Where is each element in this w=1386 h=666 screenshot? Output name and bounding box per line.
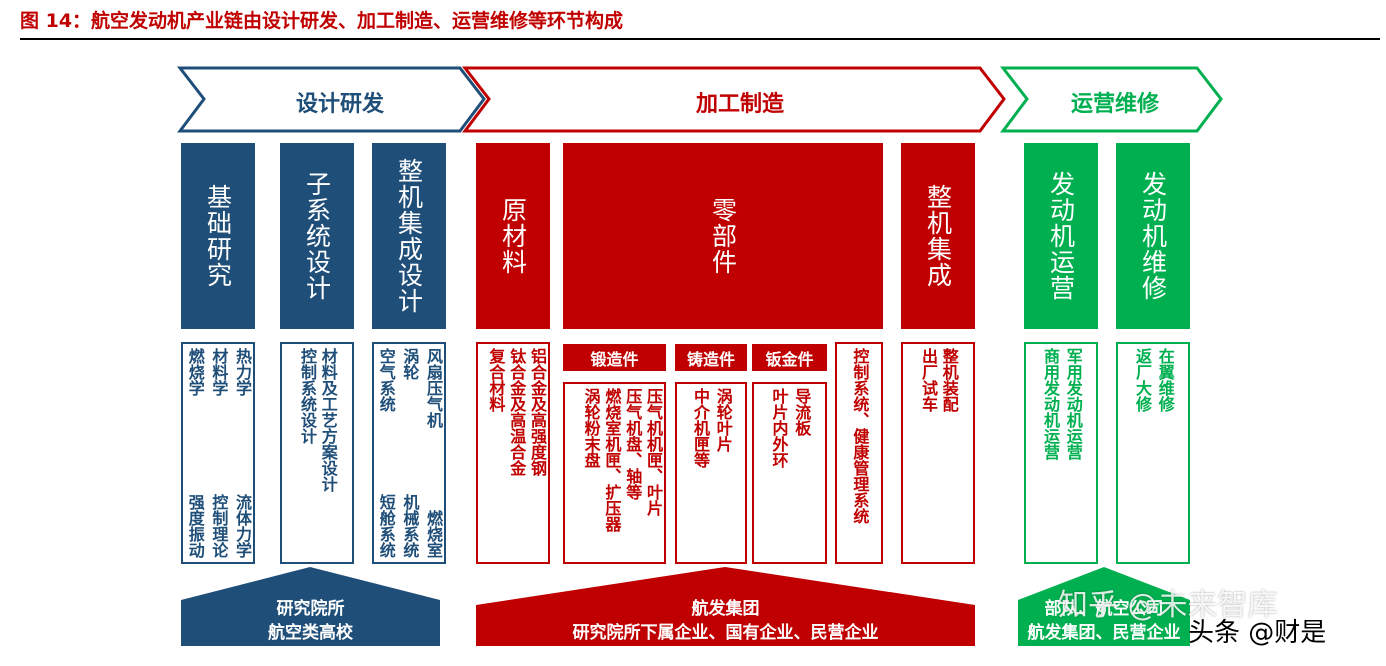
integration-design-detail-left: 空气系统 短舱系统: [376, 348, 396, 558]
basic-research-detail-middle: 材料学 控制理论: [209, 348, 229, 558]
detail-text: 控制理论: [209, 494, 229, 558]
integration-design-detail-right: 风扇压气机 燃烧室: [423, 348, 443, 558]
detail-text: 控制系统设计: [298, 348, 317, 444]
detail-text: 出厂试车: [919, 348, 938, 412]
raw-materials-detail-box: 铝合金及高强度钢 钛合金及高温合金 复合材料: [476, 342, 550, 564]
basic-research-detail-right: 热力学 流体力学: [232, 348, 252, 558]
detail-text: 军用发动机运营: [1063, 348, 1083, 460]
detail-text: 中介机匣等: [691, 388, 710, 468]
manufacturing-base-label: 航发集团 研究院所下属企业、国有企业、民营企业: [476, 597, 975, 645]
basic-research-detail-box: 热力学 流体力学 材料学 控制理论 燃烧学 强度振动: [181, 342, 255, 564]
forgings-header: 锻造件: [563, 344, 666, 371]
column-engine-maintenance: 发动机维修: [1116, 143, 1190, 329]
column-engine-operation: 发动机运营: [1024, 143, 1098, 329]
design-base: [181, 567, 440, 646]
figure-title: 图 14：航空发动机产业链由设计研发、加工制造、运营维修等环节构成: [20, 10, 624, 32]
column-components: 零部件: [563, 143, 883, 329]
base-line: 部队、航空公司: [1044, 599, 1164, 619]
title-divider: [20, 38, 1380, 40]
column-subsystem-design: 子系统设计: [280, 143, 354, 329]
column-subsystem-design-label: 子系统设计: [302, 171, 332, 301]
integration-design-detail-middle: 涡轮 机械系统: [400, 348, 420, 558]
detail-text: 压气机机匣、叶片: [644, 388, 663, 516]
detail-text: 商用发动机运营: [1041, 348, 1060, 460]
detail-text: 材料学: [209, 348, 229, 396]
column-engine-maintenance-label: 发动机维修: [1138, 171, 1168, 301]
column-integration-label: 整机集成: [923, 184, 953, 288]
detail-text: 涡轮: [400, 348, 420, 380]
base-line: 研究院所: [276, 599, 345, 619]
column-raw-materials: 原材料: [476, 143, 550, 329]
detail-text: 在翼维修: [1155, 348, 1175, 412]
detail-text: 强度振动: [185, 494, 205, 558]
detail-text: 压气机盘、轴等: [623, 388, 643, 500]
detail-text: 整机装配: [939, 348, 959, 412]
stage-design-label: 设计研发: [295, 92, 384, 117]
engine-maintenance-detail-box: 在翼维修 返厂大修: [1116, 342, 1190, 564]
castings-header: 铸造件: [675, 344, 747, 371]
detail-text: 短舱系统: [376, 494, 396, 558]
stage-operation-label: 运营维修: [1070, 92, 1159, 117]
column-integration-design-label: 整机集成设计: [394, 158, 424, 314]
basic-research-detail-left: 燃烧学 强度振动: [185, 348, 205, 558]
toutiao-watermark: 头条 @财是: [1188, 618, 1327, 648]
design-base-label: 研究院所 航空类高校: [181, 597, 440, 645]
detail-text: 涡轮粉末盘: [581, 388, 601, 468]
detail-text: 燃烧室机匣、扩压器: [602, 388, 622, 532]
column-engine-operation-label: 发动机运营: [1046, 171, 1076, 301]
base-line: 航发集团: [691, 599, 760, 619]
base-line: 航空类高校: [268, 623, 353, 643]
sheet-metal-header: 钣金件: [752, 344, 827, 371]
column-basic-research: 基础研究: [181, 143, 255, 329]
detail-text: 铝合金及高强度钢: [528, 348, 547, 476]
base-line: 航发集团、民营企业: [1027, 623, 1181, 643]
column-raw-materials-label: 原材料: [498, 197, 528, 275]
operation-base: [1018, 567, 1190, 646]
detail-text: 流体力学: [232, 494, 252, 558]
detail-text: 机械系统: [400, 494, 420, 558]
detail-text: 热力学: [232, 348, 252, 396]
integration-detail-box: 整机装配 出厂试车: [901, 342, 975, 564]
operation-base-label: 部队、航空公司 航发集团、民营企业: [1018, 597, 1190, 645]
column-basic-research-label: 基础研究: [203, 184, 233, 288]
detail-text: 材料及工艺方案设计: [318, 348, 338, 492]
detail-text: 燃烧学: [185, 348, 205, 396]
base-line: 研究院所下属企业、国有企业、民营企业: [572, 623, 879, 643]
column-integration-design: 整机集成设计: [372, 143, 446, 329]
detail-text: 返厂大修: [1133, 348, 1152, 412]
column-integration: 整机集成: [901, 143, 975, 329]
detail-text: 导流板: [792, 388, 812, 436]
sheet-metal-detail-box: 导流板 叶片内外环: [752, 382, 827, 564]
zhihu-watermark: 知乎 @未来智库: [1058, 588, 1278, 623]
forgings-detail-box: 压气机机匣、叶片 压气机盘、轴等 燃烧室机匣、扩压器 涡轮粉末盘: [563, 382, 666, 564]
subsystem-design-detail-box: 材料及工艺方案设计 控制系统设计: [280, 342, 354, 564]
control-system-detail-box: 控制系统、健康管理系统: [835, 342, 883, 564]
operation-chevron: [999, 66, 1223, 133]
design-chevron: [176, 66, 486, 133]
manufacturing-base: [476, 567, 975, 646]
detail-text: 涡轮叶片: [713, 388, 733, 452]
detail-text: 风扇压气机: [423, 348, 443, 428]
engine-operation-detail-box: 军用发动机运营 商用发动机运营: [1024, 342, 1098, 564]
detail-text: 燃烧室: [423, 510, 443, 558]
detail-text: 空气系统: [376, 348, 396, 412]
castings-detail-box: 涡轮叶片 中介机匣等: [675, 382, 747, 564]
detail-text: 复合材料: [486, 348, 506, 412]
detail-text: 叶片内外环: [769, 388, 789, 468]
stage-manufacturing-label: 加工制造: [695, 92, 784, 117]
manufacturing-chevron: [461, 66, 1006, 133]
integration-design-detail-box: 风扇压气机 燃烧室 涡轮 机械系统 空气系统 短舱系统: [372, 342, 446, 564]
column-components-label: 零部件: [708, 197, 738, 275]
detail-text: 钛合金及高温合金: [507, 348, 527, 476]
detail-text: 控制系统、健康管理系统: [850, 348, 870, 524]
